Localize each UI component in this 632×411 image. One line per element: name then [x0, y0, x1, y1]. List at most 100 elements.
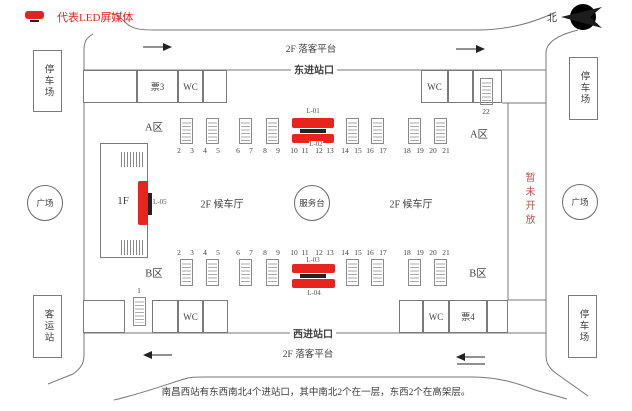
- led-unit-top-center-bar: [300, 129, 326, 133]
- room-top_left-wc: WC: [178, 70, 203, 103]
- escalator-4-5: [206, 118, 219, 144]
- escalator-number-4: 4: [203, 248, 207, 257]
- escalator-number-22: 22: [482, 107, 490, 116]
- escalator-number-2: 2: [177, 248, 181, 257]
- room-bottom_right-empty-0: [399, 300, 423, 333]
- escalator-number-6: 6: [236, 248, 240, 257]
- boundary-left: [47, 33, 94, 385]
- compass-needle-icon: [561, 7, 602, 28]
- escalator-number-21: 21: [442, 248, 450, 257]
- escalator-6-7: [239, 259, 252, 286]
- waiting-hall-left-label: 2F 候车厅: [200, 199, 244, 211]
- escalator-20-21: [434, 118, 447, 144]
- escalator-number-18: 18: [403, 146, 411, 155]
- led-screen-l03: [292, 264, 335, 273]
- escalator-number-14: 14: [341, 146, 349, 155]
- escalator-20-21: [434, 259, 447, 286]
- escalator-number-20: 20: [429, 146, 437, 155]
- square-left: 广场: [27, 185, 63, 221]
- room-bottom_left-empty-1: [152, 300, 178, 333]
- led-screen-label-l05: L-05: [153, 198, 167, 206]
- escalator-18-19: [408, 259, 421, 286]
- closed-notice-label: 暂未开放: [523, 172, 534, 228]
- escalator-number-8: 8: [263, 248, 267, 257]
- escalator-1: [133, 297, 146, 326]
- compass-north-label: 北: [547, 13, 557, 25]
- led-screen-l04: [292, 279, 335, 288]
- parking-lot-top-left: 停车场: [33, 50, 62, 112]
- led-screen-l02: [292, 134, 334, 143]
- escalator-number-10: 10: [290, 146, 298, 155]
- escalator-number-12: 12: [315, 146, 323, 155]
- escalator-2-3: [180, 118, 193, 144]
- arrow-top-right-head: [476, 45, 485, 53]
- escalator-4-5: [206, 259, 219, 286]
- led-screen-label-l03: L-03: [306, 256, 320, 264]
- waiting-hall-right-label: 2F 候车厅: [389, 199, 433, 211]
- escalator-number-3: 3: [190, 146, 194, 155]
- led-screen-legend-icon-tick: [30, 20, 39, 22]
- arrow-bottom-left-head: [143, 351, 152, 359]
- escalator-18-19: [408, 118, 421, 144]
- room-bottom_right-empty-3: [487, 300, 508, 333]
- escalator-number-21: 21: [442, 146, 450, 155]
- escalator-number-11: 11: [301, 146, 309, 155]
- escalator-number-7: 7: [249, 248, 253, 257]
- room-bottom_left-wc: WC: [178, 300, 203, 333]
- boundary-right: [545, 29, 589, 397]
- escalator-number-17: 17: [379, 248, 387, 257]
- escalator-number-14: 14: [341, 248, 349, 257]
- led-unit-l05-dark-bar: [148, 193, 152, 215]
- room-top_right-wc: WC: [421, 70, 448, 103]
- room-bottom_left-empty-0: [83, 300, 125, 333]
- room-top_left-empty-3: [203, 70, 227, 103]
- escalator-8-9: [266, 118, 279, 144]
- entrance-label-west: 西进站口: [290, 325, 336, 341]
- escalator-number-12: 12: [315, 248, 323, 257]
- led-screen-label-l04: L-04: [307, 289, 321, 297]
- legend-label: 代表LED屏媒体: [57, 12, 134, 24]
- escalator-22: [480, 78, 493, 105]
- platform-label-bottom: 2F 落客平台: [282, 350, 334, 360]
- escalator-14-15: [346, 118, 359, 144]
- escalator-number-10: 10: [290, 248, 298, 257]
- escalator-number-3: 3: [190, 248, 194, 257]
- led-unit-bottom-center-bar: [300, 274, 326, 278]
- led-screen-l05: [138, 181, 148, 225]
- zone-b-right-label: B区: [469, 268, 487, 280]
- led-screen-legend-icon: [25, 11, 44, 19]
- room-top_right-empty-1: [448, 70, 473, 103]
- escalator-number-9: 9: [276, 248, 280, 257]
- escalator-number-19: 19: [416, 146, 424, 155]
- escalator-number-20: 20: [429, 248, 437, 257]
- zone-a-right-label: A区: [469, 129, 489, 141]
- escalator-number-17: 17: [379, 146, 387, 155]
- escalator-14-15: [346, 259, 359, 286]
- floor-1f-label: 1F: [117, 195, 129, 207]
- escalator-number-5: 5: [216, 146, 220, 155]
- escalator-number-2: 2: [177, 146, 181, 155]
- square-right: 广场: [562, 184, 598, 220]
- escalator-number-11: 11: [301, 248, 309, 257]
- room-bottom_right-票4: 票4: [449, 300, 487, 333]
- escalator-8-9: [266, 259, 279, 286]
- led-screen-l01: [292, 118, 334, 128]
- escalator-2-3: [180, 259, 193, 286]
- escalator-number-9: 9: [276, 146, 280, 155]
- room-bottom_right-wc: WC: [423, 300, 449, 333]
- escalator-number-6: 6: [236, 146, 240, 155]
- escalator-number-16: 16: [366, 248, 374, 257]
- bus-station: 客运站: [33, 295, 62, 358]
- zone-a-left-label: A区: [144, 122, 164, 134]
- escalator-number-18: 18: [403, 248, 411, 257]
- escalator-number-16: 16: [366, 146, 374, 155]
- stairs-hatch-top: [121, 152, 143, 167]
- led-screen-label-l02: L-02: [309, 140, 323, 148]
- arrow-top-left-head: [163, 43, 172, 51]
- escalator-number-19: 19: [416, 248, 424, 257]
- escalator-number-13: 13: [326, 146, 334, 155]
- room-bottom_left-empty-3: [203, 300, 228, 333]
- escalator-number-13: 13: [326, 248, 334, 257]
